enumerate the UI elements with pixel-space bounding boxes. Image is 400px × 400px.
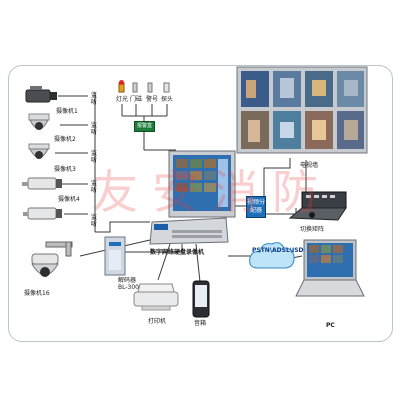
dvr-monitor-icon (168, 150, 236, 218)
printer-icon (133, 283, 179, 311)
dvr-label: 数字网络硬盘录像机 (150, 249, 205, 256)
decoder-label: 解码器 BL-300I (118, 277, 141, 291)
video-wall-icon (236, 66, 368, 154)
phone-icon (192, 280, 210, 318)
phone-label: 音箱 (194, 320, 207, 327)
siren-label: 警号 (146, 96, 159, 103)
box-camera-icon (22, 177, 62, 190)
matrix-switcher-icon (288, 191, 347, 221)
audio-monitor-label: 监听 (91, 180, 98, 194)
video-splitter: 视频分配器 (246, 196, 266, 218)
audio-monitor-label: 监听 (91, 214, 98, 228)
ptz-speed-dome-icon (31, 241, 73, 277)
alarm-device-icons (118, 80, 170, 93)
laptop-pc-icon (295, 239, 365, 297)
printer-label: 打印机 (148, 318, 167, 325)
box-camera-icon (23, 207, 62, 220)
matrix-label: 切换矩阵 (300, 226, 325, 233)
decoder-icon (104, 236, 126, 276)
camera-3-label: 摄像机3 (54, 166, 76, 173)
audio-monitor-label: 监听 (91, 92, 98, 106)
detector-label: 探头 (161, 96, 174, 103)
network-cloud-icon (249, 242, 295, 269)
box-camera-icon (25, 86, 57, 103)
alarm-light-label: 灯光 (116, 96, 129, 103)
alarm-box: 报警盒 (134, 121, 156, 132)
camera-1-label: 摄像机1 (56, 108, 78, 115)
video-wall-label: 电视墙 (300, 162, 319, 169)
camera-2-label: 摄像机2 (54, 136, 76, 143)
camera-16-label: 摄像机16 (24, 290, 50, 297)
dome-camera-icon (28, 113, 50, 130)
dome-camera-icon (28, 143, 50, 159)
network-label: PSTN\ADSL\ISDN\LAN (252, 247, 325, 254)
audio-monitor-label: 监听 (91, 122, 98, 136)
dvr-recorder-icon (149, 217, 229, 245)
audio-monitor-label: 监听 (91, 150, 98, 164)
pc-label: PC (326, 322, 335, 329)
camera-4-label: 摄像机4 (58, 196, 80, 203)
door-sensor-label: 门磁 (130, 96, 143, 103)
